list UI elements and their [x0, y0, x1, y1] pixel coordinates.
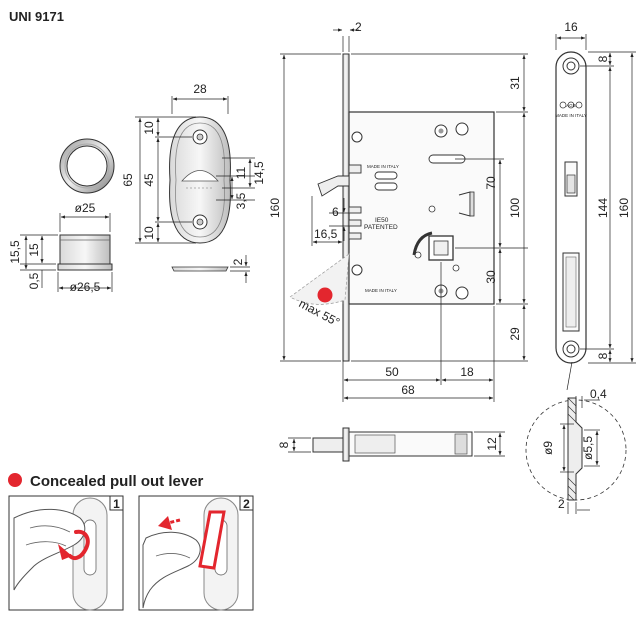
- dim-detail-0-4: 0,4: [590, 387, 607, 401]
- lock-stamp-made-in-italy-2: MADE IN ITALY: [365, 288, 397, 293]
- side-view-dimensions: [288, 431, 505, 457]
- dim-rosette-mid-45: 45: [142, 173, 156, 187]
- lock-stamp-ie50: IE50: [375, 217, 389, 224]
- dim-backset-50: 50: [385, 365, 399, 379]
- rosette-front-view: [169, 116, 231, 244]
- dim-lock-height-160: 160: [268, 198, 282, 218]
- dim-detail-diameter-9: ø9: [541, 441, 555, 455]
- cylinder-escutcheon-top-view: [59, 138, 115, 194]
- cylinder-dimensions: [20, 213, 113, 292]
- dim-lock-100: 100: [508, 198, 522, 218]
- rosette-side-view: [171, 266, 229, 272]
- dim-depth-68: 68: [401, 383, 415, 397]
- screw-hole-detail: [525, 361, 627, 501]
- dim-faceplate-144: 144: [596, 198, 610, 218]
- lock-side-view: [312, 427, 473, 462]
- lock-stamp-made-in-italy: MADE IN ITALY: [367, 164, 399, 169]
- dim-lock-top-31: 31: [508, 76, 522, 90]
- concealed-pull-lever: [289, 175, 350, 305]
- dim-cylinder-height-15-5: 15,5: [8, 240, 22, 264]
- faceplate-dimensions: [555, 34, 636, 364]
- dim-lock-bottom-29: 29: [508, 327, 522, 341]
- dim-rosette-height-65: 65: [121, 173, 135, 187]
- lock-case: [348, 111, 495, 305]
- dim-rosette-bottom-10: 10: [142, 226, 156, 240]
- step-1-illustration: [8, 495, 124, 611]
- detail-dimensions: [560, 396, 600, 514]
- dim-side-8: 8: [277, 441, 291, 448]
- dim-side-12: 12: [485, 437, 499, 451]
- dim-lever-16-5: 16,5: [314, 227, 338, 241]
- dim-cylinder-rim-0-5: 0,5: [27, 272, 41, 289]
- legend-title: Concealed pull out lever: [30, 473, 204, 490]
- dim-rosette-top-10: 10: [142, 121, 156, 135]
- dim-rosette-width-28: 28: [193, 82, 207, 96]
- dim-cylinder-diameter-26-5: ø26,5: [70, 280, 101, 294]
- dim-rosette-offset-3-5: 3,5: [234, 192, 248, 209]
- lock-dimensions: [280, 28, 528, 402]
- dim-rosette-slot-11: 11: [234, 166, 248, 179]
- dim-detail-diameter-5-5: ø5,5: [581, 436, 595, 460]
- lock-faceplate-front: [555, 51, 587, 364]
- cylinder-escutcheon-side-view: [57, 234, 113, 271]
- dim-faceplate-bottom-8: 8: [596, 352, 610, 359]
- dim-cylinder-height-15: 15: [27, 243, 41, 257]
- dim-square-18: 18: [460, 365, 474, 379]
- dim-faceplate-160: 160: [617, 198, 631, 218]
- dim-cylinder-diameter-25: ø25: [75, 201, 96, 215]
- faceplate-brand-logo: AGB: [566, 103, 576, 108]
- step-2-number: 2: [243, 497, 250, 511]
- dim-faceplate-top-8: 8: [596, 55, 610, 62]
- legend-red-dot: [8, 473, 22, 487]
- rosette-dimensions: [135, 96, 255, 283]
- step-1-number: 1: [113, 497, 120, 511]
- dim-faceplate-width-16: 16: [564, 20, 578, 34]
- dim-lock-70: 70: [484, 176, 498, 190]
- step-2-illustration: [138, 495, 254, 611]
- dim-rosette-slot-14-5: 14,5: [252, 161, 266, 185]
- dim-lever-6: 6: [332, 205, 339, 219]
- dim-faceplate-thickness-2: 2: [355, 20, 362, 34]
- page-title: UNI 9171: [9, 9, 64, 24]
- faceplate-brand-sub: MADE IN ITALY: [555, 113, 587, 118]
- dim-rosette-thickness-2: 2: [231, 258, 245, 265]
- red-marker-dot: [317, 287, 333, 303]
- dim-detail-2: 2: [558, 497, 565, 511]
- dim-lock-30: 30: [484, 270, 498, 284]
- lock-stamp-patented: PATENTED: [364, 224, 398, 231]
